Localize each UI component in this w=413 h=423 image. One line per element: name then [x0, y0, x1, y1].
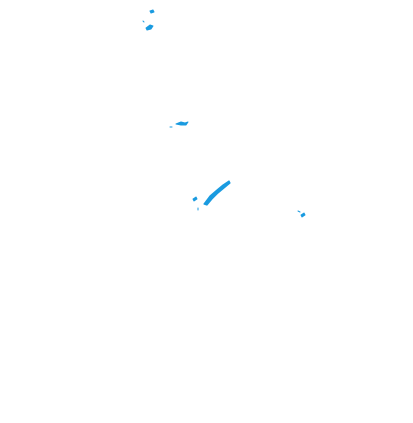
islet-west — [192, 196, 199, 211]
island-middle — [169, 121, 189, 128]
island-top-north — [149, 9, 155, 14]
island-elongated — [203, 180, 231, 206]
islet-cluster-east — [297, 210, 306, 218]
island-top-south — [142, 20, 154, 31]
